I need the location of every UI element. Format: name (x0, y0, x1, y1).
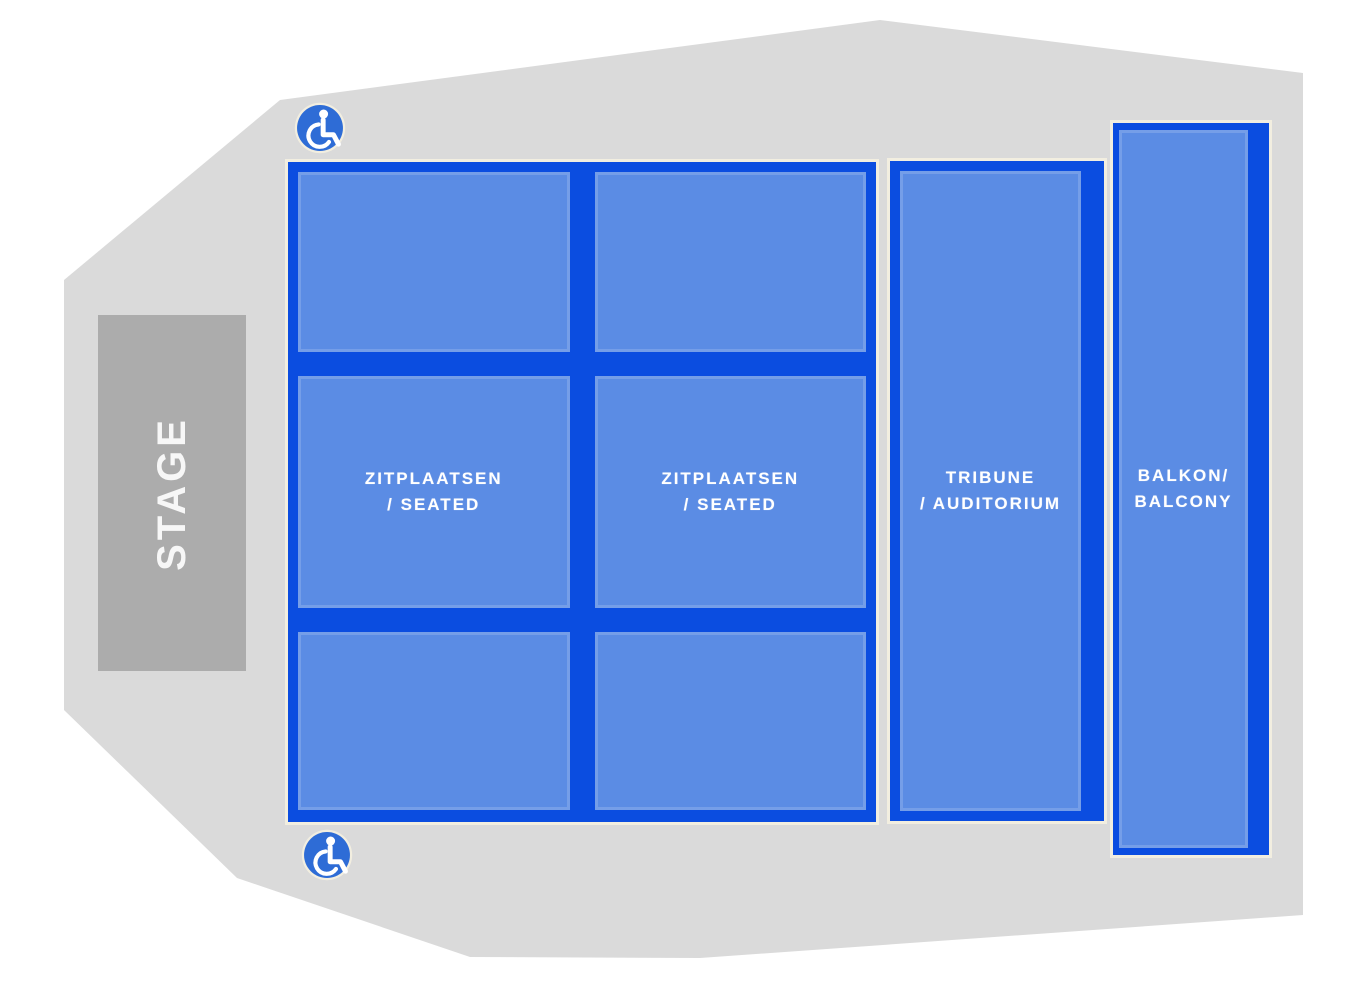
seated-right-label: ZITPLAATSEN / SEATED (661, 466, 799, 518)
balcony-label: BALKON/ BALCONY (1134, 463, 1232, 515)
wheelchair-icon-bottom (300, 828, 354, 882)
seated-left-label-line2: / SEATED (387, 495, 481, 514)
tribune-section-inner[interactable]: TRIBUNE / AUDITORIUM (900, 171, 1081, 811)
seated-left-bottom-block[interactable] (298, 632, 570, 810)
seated-left-top-block[interactable] (298, 172, 570, 352)
balcony-section[interactable]: BALKON/ BALCONY (1113, 123, 1269, 855)
seated-right-middle-block[interactable]: ZITPLAATSEN / SEATED (594, 376, 866, 608)
seated-right-label-line2: / SEATED (683, 495, 777, 514)
balcony-label-line2: BALCONY (1134, 492, 1233, 511)
balcony-label-line1: BALKON/ (1137, 466, 1230, 485)
tribune-label-line2: / AUDITORIUM (919, 494, 1062, 513)
seated-sections-grid: ZITPLAATSEN / SEATED ZITPLAATSEN / SEATE… (288, 162, 876, 822)
stage-label: STAGE (149, 415, 194, 571)
seated-left-label-line1: ZITPLAATSEN (364, 469, 503, 488)
tribune-section[interactable]: TRIBUNE / AUDITORIUM (890, 161, 1104, 821)
seated-left-label: ZITPLAATSEN / SEATED (365, 466, 503, 518)
wheelchair-icon-top (293, 101, 347, 155)
tribune-label-line1: TRIBUNE (945, 468, 1036, 487)
seated-right-bottom-block[interactable] (594, 632, 866, 810)
seated-right-top-block[interactable] (594, 172, 866, 352)
balcony-section-inner[interactable]: BALKON/ BALCONY (1119, 130, 1248, 848)
tribune-label: TRIBUNE / AUDITORIUM (920, 465, 1061, 517)
seated-left-middle-block[interactable]: ZITPLAATSEN / SEATED (298, 376, 570, 608)
seated-right-label-line1: ZITPLAATSEN (661, 469, 800, 488)
stage-block: STAGE (98, 315, 246, 671)
